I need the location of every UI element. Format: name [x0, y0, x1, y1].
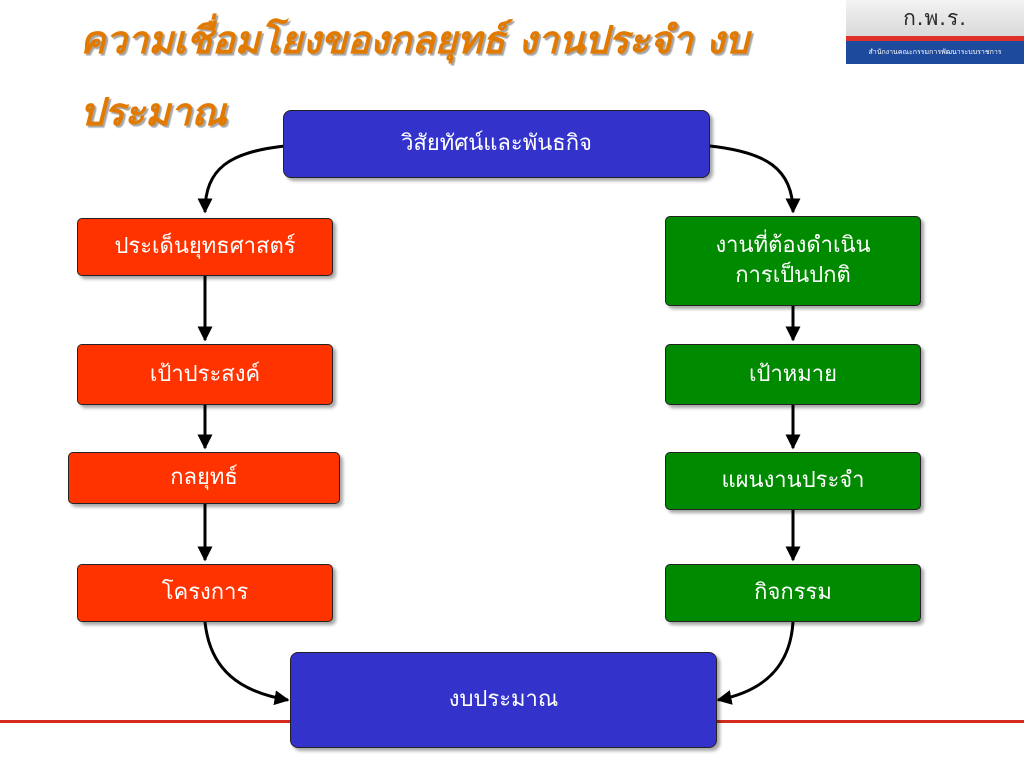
arrow-activity-to-budget	[716, 621, 795, 705]
goal-box: เป้าประสงค์	[77, 344, 333, 405]
logo-subtitle: สำนักงานคณะกรรมการพัฒนาระบบราชการ	[846, 41, 1024, 64]
logo-name: ก.พ.ร.	[846, 0, 1024, 36]
arrow-vision-to-routine-work	[709, 144, 801, 214]
strategic-issue-box: ประเด็นยุทธศาสตร์	[77, 218, 333, 276]
strategy-box: กลยุทธ์	[68, 452, 340, 504]
arrow-vision-to-strategy-issue	[197, 144, 286, 214]
routine-plan-box: แผนงานประจำ	[665, 452, 921, 510]
opdc-logo: ก.พ.ร. สำนักงานคณะกรรมการพัฒนาระบบราชการ	[846, 0, 1024, 64]
project-box: โครงการ	[77, 564, 333, 622]
activity-box: กิจกรรม	[665, 564, 921, 622]
routine-work-box: งานที่ต้องดำเนิน การเป็นปกติ	[665, 216, 921, 306]
budget-box: งบประมาณ	[290, 652, 717, 748]
vision-mission-box: วิสัยทัศน์และพันธกิจ	[283, 110, 710, 178]
target-box: เป้าหมาย	[665, 344, 921, 405]
slide-title: ความเชื่อมโยงของกลยุทธ์ งานประจำ งบประมา…	[80, 17, 749, 134]
arrow-project-to-budget	[203, 621, 290, 706]
logo-stripe	[846, 36, 1024, 41]
